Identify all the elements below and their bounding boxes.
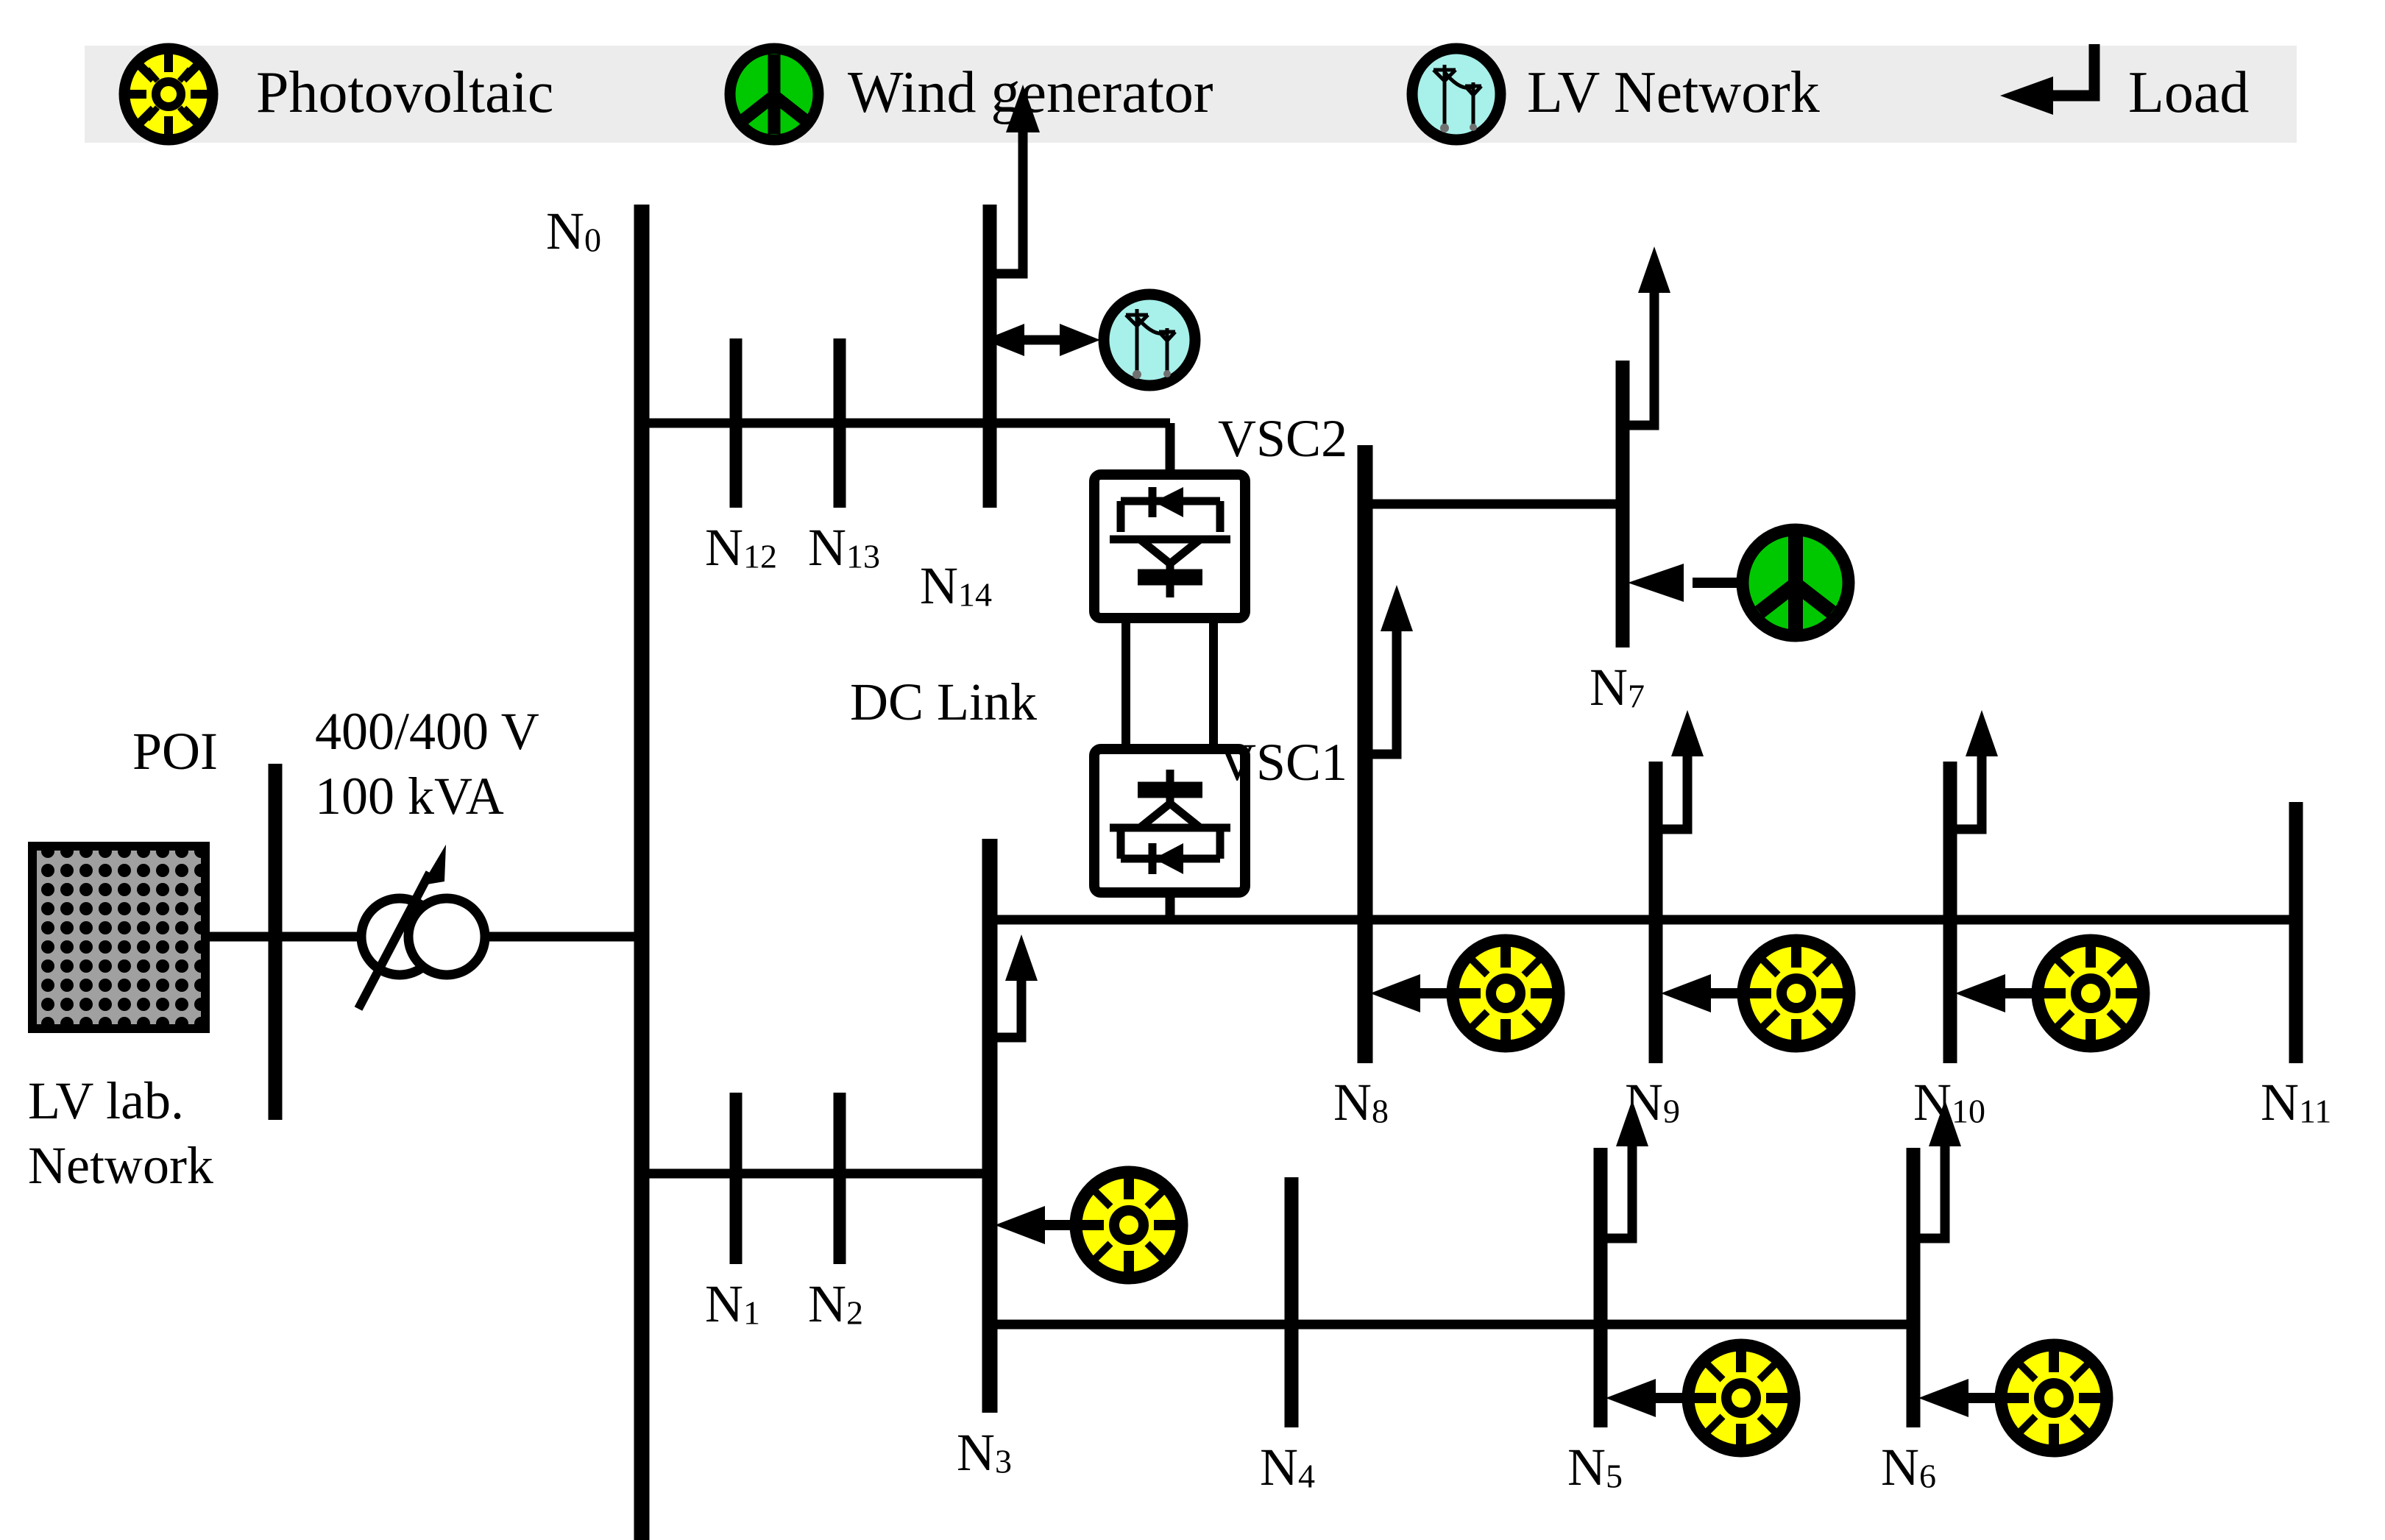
vsc1-label: VSC1	[1218, 733, 1348, 792]
transformer-rating-line2: 100 kVA	[315, 767, 504, 826]
load-arrow-N9	[1656, 710, 1704, 834]
lv-lab-network-block	[28, 842, 210, 1033]
load-arrow-N14	[990, 85, 1040, 279]
vsc2-converter-block	[1089, 469, 1250, 623]
wind-generator-N7	[1628, 523, 1855, 642]
node-label-N4: N4	[1260, 1438, 1315, 1497]
node-label-N10: N10	[1913, 1073, 1985, 1132]
pv-N3	[995, 1165, 1188, 1285]
legend-load-arrow-icon	[2000, 44, 2100, 115]
node-label-N0: N0	[546, 202, 601, 260]
legend-label-photovoltaic: Photovoltaic	[256, 60, 554, 125]
pv-N8	[1370, 934, 1565, 1053]
legend-label-lv-network: LV Network	[1527, 60, 1820, 125]
vsc2-label: VSC2	[1218, 409, 1348, 468]
node-label-N6: N6	[1881, 1438, 1936, 1497]
node-label-N8: N8	[1333, 1073, 1389, 1132]
legend-wind-generator-icon	[724, 43, 824, 146]
lv-network-icon-N14	[1098, 288, 1201, 391]
node-label-N1: N1	[705, 1274, 760, 1333]
node-label-N14: N14	[920, 556, 992, 615]
source-block-label-line2: Network	[28, 1136, 213, 1195]
source-block-label-line1: LV lab.	[28, 1071, 185, 1130]
node-label-N9: N9	[1625, 1073, 1680, 1132]
load-arrow-N8	[1365, 585, 1413, 759]
pv-N9	[1661, 934, 1856, 1053]
load-arrow-N10	[1950, 710, 1998, 834]
load-arrow-N6	[1913, 1100, 1961, 1243]
pv-N6	[1918, 1338, 2113, 1458]
transformer-symbol	[354, 845, 490, 1011]
pv-N10	[1955, 934, 2150, 1053]
node-label-N3: N3	[957, 1423, 1012, 1482]
poi-label: POI	[132, 722, 219, 781]
node-label-N12: N12	[705, 518, 777, 577]
legend-label-load: Load	[2128, 60, 2250, 125]
node-label-N7: N7	[1590, 658, 1645, 717]
node-label-N11: N11	[2261, 1073, 2332, 1132]
legend-photovoltaic-icon	[118, 43, 219, 146]
legend-background	[85, 46, 2297, 143]
transformer-rating-line1: 400/400 V	[315, 702, 539, 761]
load-arrow-N7	[1623, 246, 1670, 430]
dc-link-label: DC Link	[850, 673, 1038, 731]
node-label-N13: N13	[808, 518, 880, 577]
lv-network-link-arrow-N14	[984, 324, 1100, 356]
load-arrow-N5	[1601, 1100, 1648, 1243]
load-arrow-N3	[990, 934, 1038, 1043]
legend-lv-network-icon	[1406, 43, 1506, 146]
pv-N5	[1606, 1338, 1801, 1458]
node-label-N5: N5	[1567, 1438, 1623, 1497]
node-label-N2: N2	[808, 1274, 863, 1333]
legend-label-wind-generator: Wind generator	[848, 60, 1213, 125]
